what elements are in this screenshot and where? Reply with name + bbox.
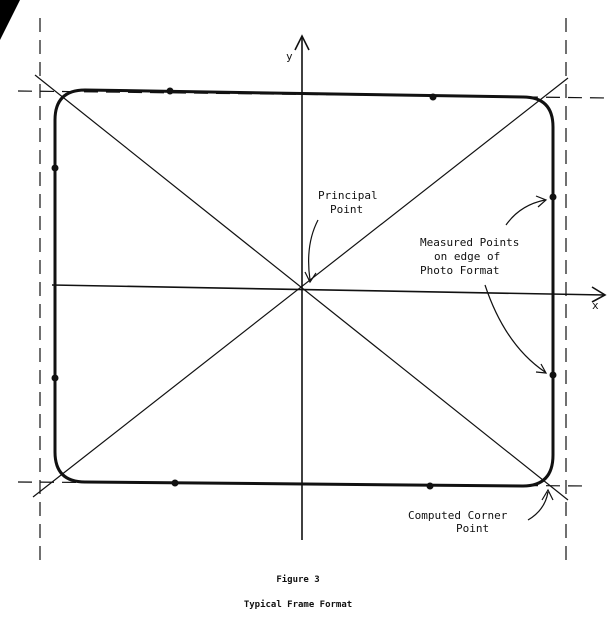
measured-points-label: Photo Format — [420, 264, 499, 277]
x-axis-label: x — [592, 299, 599, 312]
axes — [51, 34, 607, 540]
measured-point — [429, 93, 437, 101]
measured-point — [549, 193, 557, 201]
arrow-head-icon — [541, 488, 554, 501]
callout-arrows — [304, 195, 554, 521]
x-axis — [51, 284, 606, 296]
measured-point — [51, 164, 59, 172]
y-axis-label: y — [286, 50, 293, 63]
photo-frame-outline — [53, 88, 555, 488]
measured-arrow-lower — [484, 284, 546, 373]
corner-arrow — [527, 491, 549, 521]
diagonal-2 — [32, 77, 569, 498]
diagonals — [32, 74, 569, 501]
arrow-head-icon — [304, 271, 317, 284]
figure-number: Figure 3 — [276, 574, 319, 585]
measured-point — [51, 374, 59, 382]
scan-corner-mark — [0, 0, 20, 40]
measured-arrow-upper — [505, 199, 546, 226]
principal-point-label: Point — [330, 203, 363, 216]
measured-point — [549, 371, 557, 379]
x-axis-arrow-icon — [591, 286, 607, 303]
arrow-head-icon — [535, 195, 548, 208]
measured-points-label: Measured Points — [420, 236, 519, 249]
y-axis-arrow-icon — [294, 34, 310, 51]
computed-corner-label: Computed Corner — [408, 509, 508, 522]
measured-point — [166, 87, 174, 95]
principal-point-label: Principal — [318, 189, 378, 202]
arrow-head-icon — [535, 363, 548, 374]
figure-title: Typical Frame Format — [244, 599, 352, 610]
measured-points-label: on edge of — [434, 250, 500, 263]
measured-point — [171, 479, 179, 487]
measured-points — [51, 87, 557, 490]
measured-point — [426, 482, 434, 490]
computed-corner-label: Point — [456, 522, 489, 535]
principal-arrow — [308, 219, 319, 281]
